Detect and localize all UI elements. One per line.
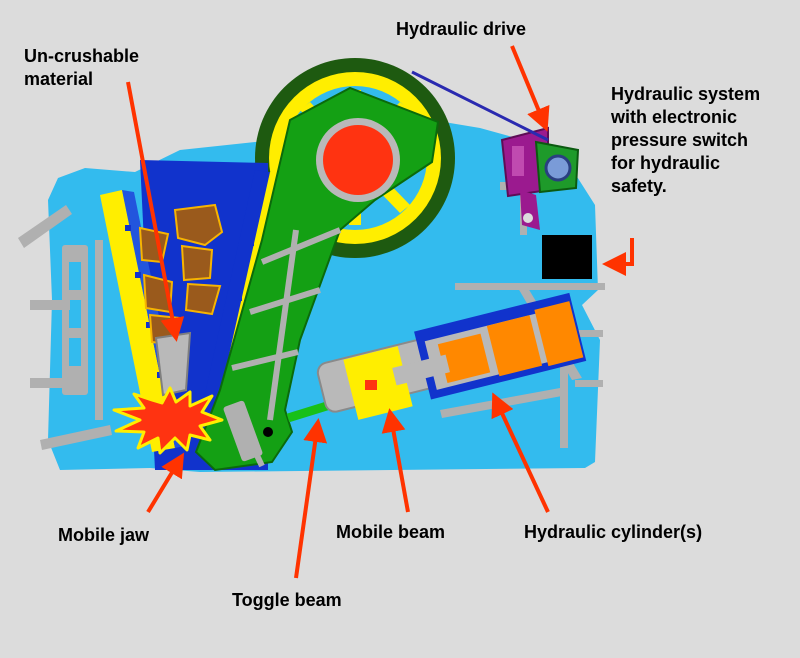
label-uncrushable-material: Un-crushable material	[24, 46, 140, 89]
mobile-beam-arrow	[381, 408, 410, 513]
label-arrows	[126, 45, 550, 579]
uncrushable-arrow	[126, 81, 185, 342]
pressure-switch-pointer	[602, 238, 634, 276]
toggle-beam-arrow	[294, 418, 328, 579]
label-hydraulic-drive: Hydraulic drive	[396, 19, 527, 39]
hydraulic-cylinder-arrow	[491, 392, 550, 513]
uncrushable-block	[154, 331, 192, 397]
mobile-jaw-arrow	[146, 452, 185, 514]
mobile-beam	[316, 336, 446, 420]
label-mobile-beam: Mobile beam	[336, 522, 446, 542]
label-hydraulic-system: Hydraulic system with electronic pressur…	[611, 84, 761, 196]
mobile-jaw-arm	[194, 86, 440, 472]
hydraulic-drive-arrow	[510, 45, 550, 132]
hydraulic-pump	[500, 126, 580, 230]
label-hydraulic-cylinders: Hydraulic cylinder(s)	[524, 522, 703, 542]
pressure-switch	[542, 235, 592, 279]
label-toggle-beam: Toggle beam	[232, 590, 342, 610]
drive-belt	[411, 70, 549, 142]
hydraulic-cylinder	[392, 292, 587, 400]
label-mobile-jaw: Mobile jaw	[58, 525, 150, 545]
crush-starburst	[112, 386, 224, 455]
left-guard	[18, 205, 112, 450]
